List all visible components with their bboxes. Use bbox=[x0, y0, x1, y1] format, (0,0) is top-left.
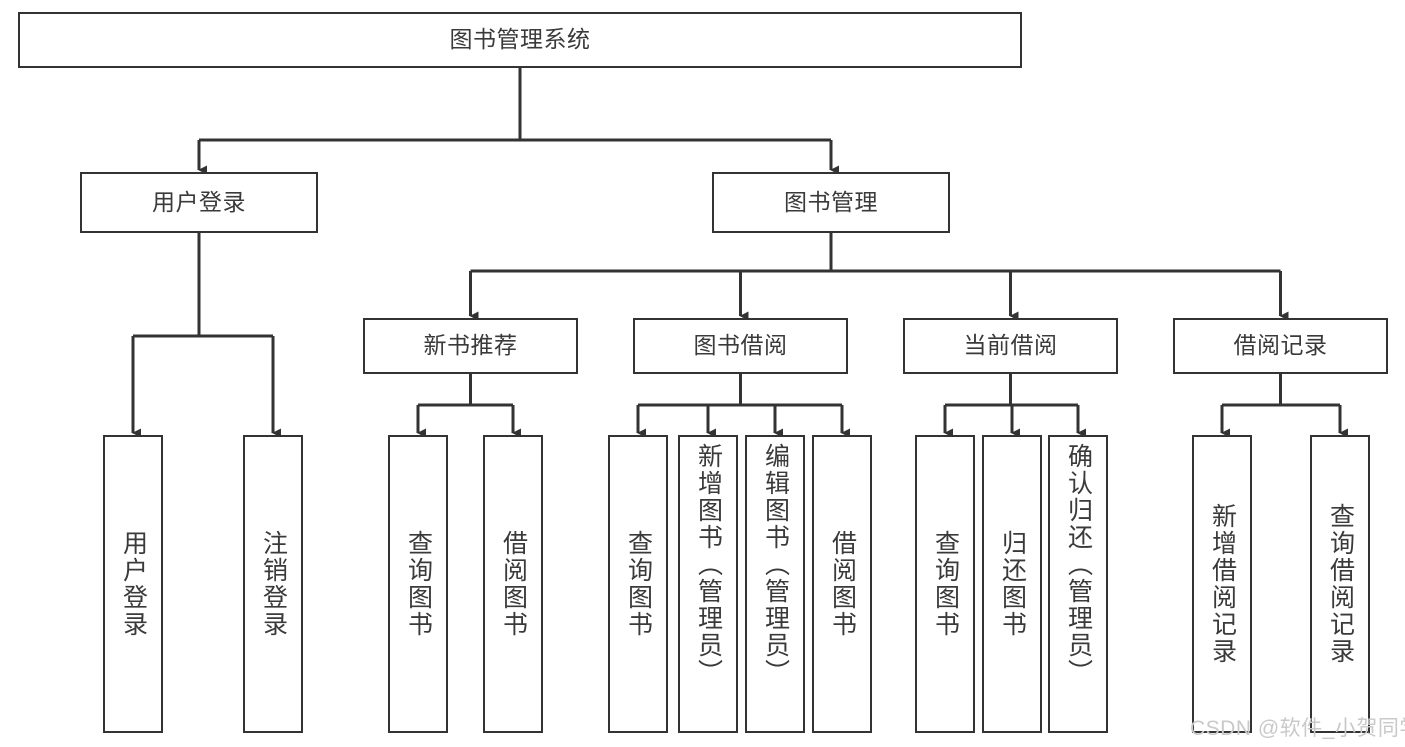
node-records[interactable]: 借阅记录 bbox=[1173, 318, 1388, 374]
node-label-current: 当前借阅 bbox=[963, 332, 1058, 359]
node-leaf-bor-1[interactable]: 查询图书 bbox=[608, 435, 668, 733]
node-label-leaf-bor-3: 编辑图书（管理员） bbox=[761, 443, 790, 686]
node-leaf-new-1[interactable]: 查询图书 bbox=[388, 435, 448, 733]
node-label-records: 借阅记录 bbox=[1233, 332, 1328, 359]
csdn-watermark: CSDN @软件_小贺同学 bbox=[1190, 717, 1405, 740]
node-borrow[interactable]: 图书借阅 bbox=[633, 318, 848, 374]
node-label-bookmgmt: 图书管理 bbox=[784, 188, 878, 215]
node-label-leaf-rec-1: 新增借阅记录 bbox=[1208, 503, 1237, 665]
node-leaf-rec-2[interactable]: 查询借阅记录 bbox=[1310, 435, 1370, 733]
node-leaf-bor-2[interactable]: 新增图书（管理员） bbox=[678, 435, 738, 733]
node-label-root: 图书管理系统 bbox=[449, 26, 591, 53]
node-label-leaf-cur-1: 查询图书 bbox=[931, 530, 960, 638]
node-label-leaf-bor-1: 查询图书 bbox=[624, 530, 653, 638]
node-leaf-login-2[interactable]: 注销登录 bbox=[243, 435, 303, 733]
node-leaf-new-2[interactable]: 借阅图书 bbox=[483, 435, 543, 733]
node-label-login: 用户登录 bbox=[152, 188, 246, 215]
node-newbook[interactable]: 新书推荐 bbox=[363, 318, 578, 374]
node-label-leaf-login-2: 注销登录 bbox=[259, 530, 288, 638]
node-label-leaf-new-1: 查询图书 bbox=[404, 530, 433, 638]
node-label-leaf-rec-2: 查询借阅记录 bbox=[1326, 503, 1355, 665]
node-leaf-login-1[interactable]: 用户登录 bbox=[103, 435, 163, 733]
node-label-leaf-new-2: 借阅图书 bbox=[499, 530, 528, 638]
node-bookmgmt[interactable]: 图书管理 bbox=[712, 172, 950, 233]
node-label-newbook: 新书推荐 bbox=[423, 332, 518, 359]
node-label-leaf-bor-2: 新增图书（管理员） bbox=[694, 443, 723, 686]
node-label-leaf-cur-3: 确认归还（管理员） bbox=[1064, 443, 1093, 686]
connector-lines bbox=[131, 68, 1348, 438]
node-label-borrow: 图书借阅 bbox=[693, 332, 788, 359]
node-root[interactable]: 图书管理系统 bbox=[18, 12, 1022, 68]
node-leaf-rec-1[interactable]: 新增借阅记录 bbox=[1192, 435, 1252, 733]
node-label-leaf-login-1: 用户登录 bbox=[119, 530, 148, 638]
node-leaf-cur-2[interactable]: 归还图书 bbox=[982, 435, 1042, 733]
node-leaf-bor-4[interactable]: 借阅图书 bbox=[812, 435, 872, 733]
node-current[interactable]: 当前借阅 bbox=[903, 318, 1118, 374]
node-leaf-cur-1[interactable]: 查询图书 bbox=[915, 435, 975, 733]
node-login[interactable]: 用户登录 bbox=[80, 172, 318, 233]
node-leaf-bor-3[interactable]: 编辑图书（管理员） bbox=[745, 435, 805, 733]
node-leaf-cur-3[interactable]: 确认归还（管理员） bbox=[1048, 435, 1108, 733]
node-label-leaf-bor-4: 借阅图书 bbox=[828, 530, 857, 638]
node-label-leaf-cur-2: 归还图书 bbox=[998, 530, 1027, 638]
